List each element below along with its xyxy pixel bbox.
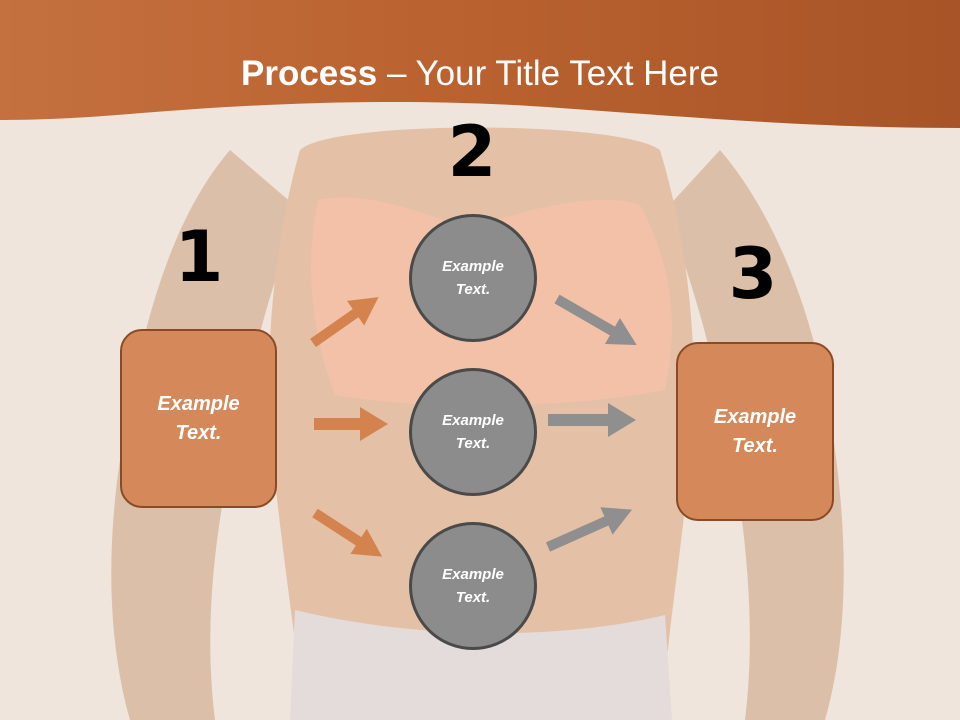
arrow-left-to-bottom bbox=[312, 508, 383, 557]
right-box-label: Example Text. bbox=[713, 405, 797, 457]
circle-bottom-label: Example Text. bbox=[442, 566, 504, 606]
circle-middle: Example Text. bbox=[409, 368, 537, 496]
title-rest: – Your Title Text Here bbox=[377, 54, 719, 93]
circle-middle-label: Example Text. bbox=[442, 412, 504, 452]
left-box-label: Example Text. bbox=[157, 392, 240, 444]
circle-bottom: Example Text. bbox=[409, 522, 537, 650]
circle-top-label: Example Text. bbox=[442, 258, 504, 298]
left-process-box: Example Text. bbox=[120, 329, 277, 508]
step-number-1: 1 bbox=[174, 216, 224, 298]
header-band bbox=[0, 0, 960, 128]
arrow-bottom-to-right bbox=[545, 507, 633, 552]
step-number-3: 3 bbox=[728, 233, 778, 315]
arrow-left-to-middle bbox=[314, 407, 388, 441]
slide-title: Process – Your Title Text Here bbox=[0, 52, 960, 96]
title-bold: Process bbox=[241, 54, 378, 93]
right-process-box: Example Text. bbox=[676, 342, 834, 521]
arrow-top-to-right bbox=[554, 294, 637, 345]
step-number-2: 2 bbox=[447, 111, 497, 193]
arrow-left-to-top bbox=[310, 297, 379, 348]
circle-top: Example Text. bbox=[409, 214, 537, 342]
arrow-middle-to-right bbox=[548, 403, 636, 437]
